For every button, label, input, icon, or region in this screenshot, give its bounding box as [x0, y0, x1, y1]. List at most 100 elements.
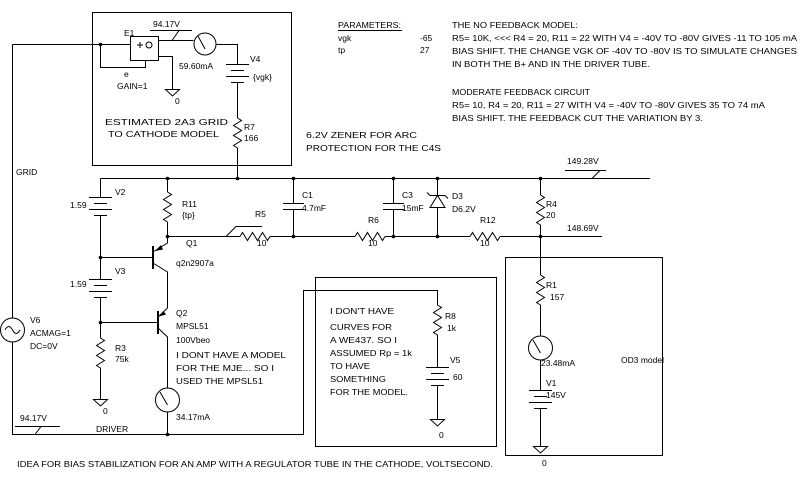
- od3-section: R1 157 23.48mA OD3 model V1 145V 0: [505, 236, 664, 468]
- junction-dot: [98, 320, 103, 325]
- q2-stage: Q2 MPSL51 100Vbeo I DONT HAVE A MODEL FO…: [100, 307, 286, 435]
- r11-ref: R11: [182, 199, 197, 209]
- d3-ref: D3: [452, 191, 463, 201]
- junction-dot: [165, 176, 170, 181]
- driver-ammeter-symbol: [155, 387, 180, 413]
- grid-ammeter-symbol: [193, 32, 217, 56]
- driver-voltage-marker: [15, 426, 60, 435]
- parameter-value: -65: [420, 33, 433, 43]
- e1-gain: GAIN=1: [117, 81, 148, 91]
- parameter-name: vgk: [338, 33, 352, 43]
- v3-value: 1.59: [70, 279, 87, 289]
- junction-dot: [165, 432, 170, 437]
- od3-box: [505, 257, 663, 456]
- junction-dot: [291, 176, 296, 181]
- grid-model-section: E1 e GAIN=1 94.17V 59.60mA V4 {vgk} 0 ES…: [12, 12, 292, 179]
- junction-dot: [235, 176, 240, 181]
- junction-dot: [391, 234, 396, 239]
- c1-ref: C1: [302, 190, 313, 200]
- driver-net-label: DRIVER: [96, 424, 128, 434]
- r12-value: 10: [480, 238, 490, 248]
- grid-vertical-wire: [12, 44, 438, 435]
- c3-ref: C3: [402, 190, 413, 200]
- junction-dot: [435, 176, 440, 181]
- v5-value: 60: [453, 372, 463, 382]
- v2-battery-symbol: [89, 197, 112, 216]
- r5-ref: R5: [255, 209, 266, 219]
- driver-model-note-line1: I DONT HAVE A MODEL: [176, 350, 286, 360]
- we437-note-line: SOMETHING: [330, 374, 386, 384]
- r8-value: 1k: [447, 323, 457, 333]
- filter-chain: R5 10 R6 10 R12 10 C1 4.7mF C3 15mF D3 D…: [167, 178, 602, 248]
- junction-dot: [291, 234, 296, 239]
- parameters-block: PARAMETERS: vgk -65 tp 27: [338, 20, 433, 55]
- driver-model-note-line2: FOR THE MJE... SO I: [176, 363, 274, 373]
- v3-battery-symbol: [89, 279, 112, 298]
- r11-resistor-symbol: [162, 191, 173, 223]
- cathode-net-wire: [100, 44, 146, 68]
- junction-dot: [98, 42, 103, 47]
- r5-resistor-symbol: [239, 231, 271, 242]
- driver-current-readout: 34.17mA: [176, 412, 210, 422]
- c1-capacitor-symbol: [283, 203, 304, 210]
- r7-resistor-symbol: [232, 117, 243, 149]
- e1-plus-icon: [137, 42, 143, 48]
- r8-resistor-symbol: [432, 304, 443, 336]
- r3-value: 75k: [115, 354, 129, 364]
- grid-model-note-line2: TO CATHODE MODEL: [108, 129, 219, 139]
- junction-dot: [98, 255, 103, 260]
- r5-value: 10: [257, 238, 267, 248]
- junction-dot: [538, 234, 543, 239]
- od3-ammeter-symbol: [528, 335, 553, 361]
- grid-drive-column: GRID V6 ACMAG=1 DC=0V 94.17V DRIVER: [0, 44, 438, 435]
- no-feedback-line: BIAS SHIFT. THE CHANGE VGK OF -40V TO -8…: [452, 46, 797, 56]
- r11-value: {tp}: [182, 210, 195, 220]
- r6-ref: R6: [368, 215, 379, 225]
- r7-value: 166: [244, 133, 258, 143]
- cathode-net-label: e: [124, 69, 129, 79]
- bplus-voltage-readout: 149.28V: [567, 156, 599, 166]
- we437-note-line: FOR THE MODEL.: [330, 387, 408, 397]
- od3-ammeter-needle-icon: [532, 339, 541, 354]
- we437-note-line: I DON'T HAVE: [330, 306, 394, 316]
- junction-dot: [165, 234, 170, 239]
- v5-ref: V5: [450, 355, 461, 365]
- q2-ref: Q2: [176, 308, 188, 318]
- r6-resistor-symbol: [354, 231, 386, 242]
- e1-ground-wire: [158, 56, 173, 89]
- ground-label: 0: [439, 430, 444, 440]
- ground-icon: [92, 399, 109, 407]
- grid-model-note-line1: ESTIMATED 2A3 GRID: [105, 117, 228, 127]
- e1-vcvs-symbol: [130, 36, 159, 61]
- parameter-name: tp: [338, 45, 345, 55]
- q2-emitter-arrow-icon: [159, 311, 166, 317]
- junction-dot: [435, 234, 440, 239]
- c1-value: 4.7mF: [302, 203, 326, 213]
- grid-current-readout: 59.60mA: [179, 61, 213, 71]
- driver-model-note-line3: USED THE MPSL51: [176, 376, 263, 386]
- junction-dot: [538, 176, 543, 181]
- schematic-caption: IDEA FOR BIAS STABILIZATION FOR AN AMP W…: [17, 459, 493, 469]
- e1-terminal-icon: [145, 41, 153, 49]
- od3-model-label: OD3 model: [621, 355, 664, 365]
- v2-value: 1.59: [70, 200, 87, 210]
- bplus-voltage-marker: [565, 170, 606, 179]
- v6-ref: V6: [30, 315, 41, 325]
- ground-label: 0: [103, 406, 108, 416]
- junction-dots: [98, 42, 543, 437]
- feedback-notes: THE NO FEEDBACK MODEL: R5= 10K, <<< R4 =…: [306, 20, 797, 153]
- r1-value: 157: [550, 292, 564, 302]
- moderate-feedback-line: BIAS SHIFT. THE FEEDBACK CUT THE VARIATI…: [452, 113, 703, 123]
- v4-wire-top: [216, 44, 238, 65]
- e1-voltage-readout: 94.17V: [153, 19, 180, 29]
- c3-capacitor-symbol: [383, 203, 404, 210]
- e1-voltage-marker: [150, 30, 192, 41]
- v1-ref: V1: [546, 378, 557, 388]
- r4-resistor-symbol: [535, 194, 546, 226]
- q1-emitter-arrow-icon: [155, 245, 163, 251]
- ground-icon: [164, 89, 181, 97]
- ground-icon: [532, 446, 549, 454]
- parameter-value: 27: [420, 45, 430, 55]
- ground-icon: [429, 419, 446, 427]
